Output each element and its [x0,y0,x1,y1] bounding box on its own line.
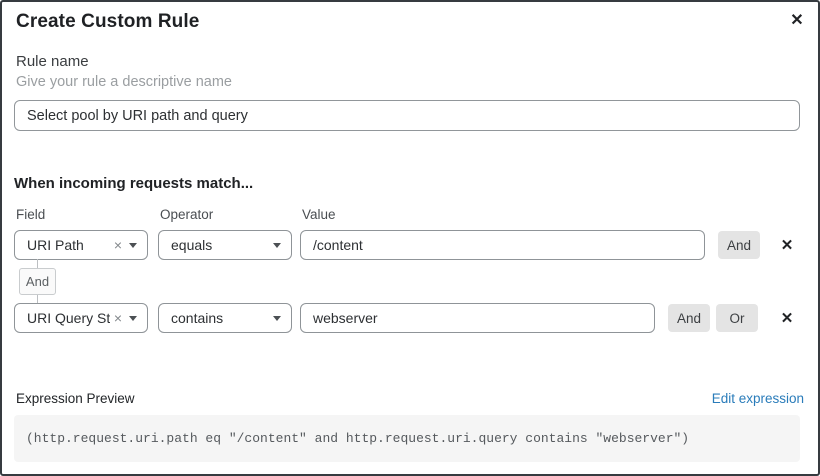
operator-select-value: contains [171,310,224,326]
value-input-row2[interactable] [300,303,655,333]
field-select-row1[interactable]: URI Path × [14,230,148,260]
chevron-down-icon [273,315,281,321]
operator-select-value: equals [171,237,213,253]
and-connector-badge: And [19,268,56,295]
delete-row2-icon[interactable]: ✕ [775,306,799,330]
or-button-row2[interactable]: Or [716,304,758,332]
expression-preview-label: Expression Preview [16,391,135,406]
rule-name-input[interactable] [14,100,800,131]
field-select-value: URI Query St... [27,310,110,326]
clear-field-icon[interactable]: × [113,310,122,326]
rule-name-label: Rule name [16,53,89,70]
delete-row1-icon[interactable]: ✕ [775,233,799,257]
chevron-down-icon [273,242,281,248]
operator-column-label: Operator [160,207,214,222]
close-icon[interactable]: ✕ [784,7,810,33]
rule-name-helper-text: Give your rule a descriptive name [16,74,232,90]
chevron-down-icon [129,315,137,321]
value-input-row1[interactable] [300,230,705,260]
expression-code: (http.request.uri.path eq "/content" and… [26,431,690,446]
chevron-down-icon [129,242,137,248]
expression-preview-box: (http.request.uri.path eq "/content" and… [14,415,800,462]
and-button-row2[interactable]: And [668,304,710,332]
edit-expression-link[interactable]: Edit expression [711,391,804,406]
field-column-label: Field [16,207,46,222]
match-section-heading: When incoming requests match... [14,175,254,192]
and-button-row1[interactable]: And [718,231,760,259]
operator-select-row1[interactable]: equals [158,230,292,260]
field-select-row2[interactable]: URI Query St... × [14,303,148,333]
operator-select-row2[interactable]: contains [158,303,292,333]
clear-field-icon[interactable]: × [113,237,122,253]
value-column-label: Value [302,207,336,222]
page-title: Create Custom Rule [16,11,200,32]
field-select-value: URI Path [27,237,84,253]
